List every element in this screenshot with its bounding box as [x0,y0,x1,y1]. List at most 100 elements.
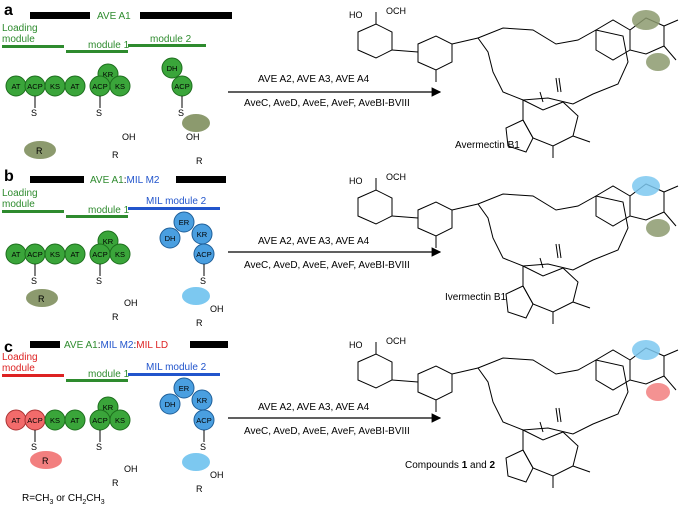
svg-text:S: S [31,442,37,452]
svg-text:R: R [36,146,43,156]
svg-text:KR: KR [103,237,114,246]
module2-label-a: module 2 [150,34,192,45]
svg-text:S: S [200,276,206,286]
svg-text:OH: OH [122,132,136,142]
svg-text:S: S [96,442,102,452]
svg-text:KR: KR [103,403,114,412]
svg-text:R: R [112,478,119,488]
c25-highlight-a [646,53,670,71]
svg-text:AT: AT [70,250,79,259]
svg-text:module: module [2,34,35,45]
svg-text:AveC, AveD, AveE, AveF, AveBI-: AveC, AveD, AveE, AveF, AveBI-BVIII [244,426,410,437]
arrow-bottom-a: AveC, AveD, AveE, AveF, AveBI-BVIII [244,98,410,109]
svg-text:Loading: Loading [2,352,38,363]
svg-text:ER: ER [179,218,190,227]
svg-text:ER: ER [179,384,190,393]
svg-text:ACP: ACP [27,82,42,91]
svg-text:module 1: module 1 [88,205,130,216]
svg-text:AveC, AveD, AveE, AveF, AveBI-: AveC, AveD, AveE, AveF, AveBI-BVIII [244,260,410,271]
svg-text:OH: OH [210,304,224,314]
construct-title-c: AVE A1:MIL M2:MIL LD [64,340,168,351]
svg-text:AVE A2, AVE A3, AVE A4: AVE A2, AVE A3, AVE A4 [258,236,370,247]
svg-text:c: c [4,339,13,356]
svg-text:R: R [112,312,119,322]
svg-text:S: S [200,442,206,452]
r-group-footnote: R=CH3 or CH2CH3 [22,493,105,506]
svg-text:ACP: ACP [92,250,107,259]
loading-module-label-a: Loading [2,23,38,34]
svg-text:module 1: module 1 [88,369,130,380]
svg-text:module: module [2,363,35,374]
panel-letter-a: a [4,2,13,19]
header-bar-left [30,12,90,19]
tethers-a [34,96,183,108]
svg-text:KS: KS [50,82,60,91]
svg-text:MIL module 2: MIL module 2 [146,196,207,207]
svg-text:b: b [4,168,14,185]
svg-text:ACP: ACP [27,416,42,425]
domain-chain-c: AT ACP KS AT KR ACP KS DH ER KR ACP [5,377,215,431]
svg-text:S: S [31,108,37,118]
svg-text:R: R [112,150,119,160]
arrow-top-a: AVE A2, AVE A3, AVE A4 [258,74,370,85]
svg-text:ACP: ACP [196,416,211,425]
svg-text:ACP: ACP [92,82,107,91]
construct-title-b: AVE A1:MIL M2 [90,175,160,186]
svg-text:R: R [196,156,203,166]
chain-highlight-a [182,114,210,132]
module1-line-a [66,50,128,53]
svg-text:KS: KS [115,82,125,91]
svg-text:AT: AT [11,82,20,91]
svg-text:OH: OH [210,470,224,480]
svg-text:S: S [178,108,184,118]
svg-text:OCH: OCH [386,172,406,182]
svg-text:ACP: ACP [27,250,42,259]
ivermectin-structure [357,176,679,325]
panel-a: a AVE A1 Loading module module 1 module … [2,2,679,166]
svg-text:S: S [96,276,102,286]
svg-text:HO: HO [349,176,363,186]
svg-text:KS: KS [50,250,60,259]
product-name-c: Compounds 1 and 2 [405,460,496,471]
module1-label-a: module 1 [88,40,130,51]
svg-text:DH: DH [167,64,178,73]
svg-text:ACP: ACP [174,82,189,91]
svg-text:R: R [42,456,49,466]
compounds-structure [357,340,679,489]
svg-text:AT: AT [70,82,79,91]
svg-text:AT: AT [11,250,20,259]
svg-text:KR: KR [197,396,208,405]
svg-text:ACP: ACP [196,250,211,259]
svg-text:KR: KR [197,230,208,239]
svg-text:OCH: OCH [386,6,406,16]
svg-text:AVE A2, AVE A3, AVE A4: AVE A2, AVE A3, AVE A4 [258,402,370,413]
svg-text:ACP: ACP [92,416,107,425]
product-name-b: Ivermectin B1 [445,292,507,303]
construct-title-a: AVE A1 [97,11,131,22]
svg-text:OH: OH [124,464,138,474]
domain-chain-b: AT ACP KS AT KR ACP KS DH ER KR ACP [5,211,215,265]
svg-text:HO: HO [349,10,363,20]
svg-text:R: R [38,294,45,304]
svg-text:R: R [196,318,203,328]
avermectin-structure [357,10,679,159]
svg-text:KS: KS [115,250,125,259]
panel-b: b AVE A1:MIL M2 Loading module module 1 … [2,168,679,328]
svg-text:module: module [2,199,35,210]
svg-text:OH: OH [186,132,200,142]
svg-text:DH: DH [165,400,176,409]
panel-c: c AVE A1:MIL M2:MIL LD Loading module mo… [2,336,679,506]
c22-23-highlight-a [632,10,660,30]
svg-text:AT: AT [70,416,79,425]
svg-text:Loading: Loading [2,188,38,199]
svg-text:MIL module 2: MIL module 2 [146,362,207,373]
domain-chain-a: AT ACP KS AT KR ACP KS DH ACP [5,57,193,97]
svg-text:S: S [31,276,37,286]
svg-text:KS: KS [115,416,125,425]
header-bar-right [140,12,232,19]
product-name-a: Avermectin B1 [455,140,520,151]
loading-module-line-a [2,45,64,48]
svg-text:AT: AT [11,416,20,425]
module2-line-a [128,44,206,47]
